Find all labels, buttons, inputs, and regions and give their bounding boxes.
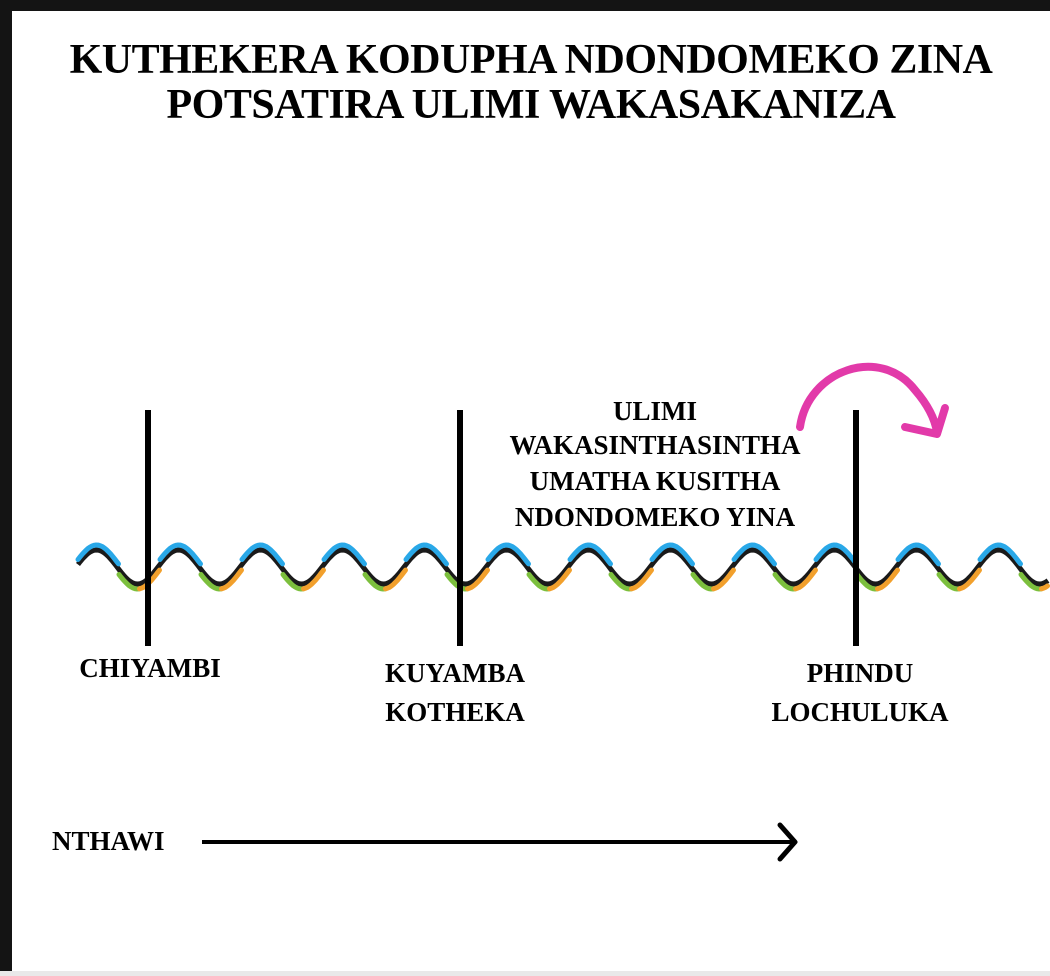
wave-colour-segment <box>362 572 388 592</box>
wave-colour-segment <box>178 542 203 567</box>
wave-colour-segment <box>239 542 265 562</box>
annotation-line-2: WAKASINTHASINTHA <box>509 430 801 460</box>
frame-left-border <box>0 0 12 976</box>
title-line-2: POTSATIRA ULIMI WAKASAKANIZA <box>166 82 896 128</box>
wave-colour-segment <box>670 542 695 567</box>
wave-colour-segment <box>116 572 142 592</box>
wave-colour-segment <box>342 542 367 567</box>
wave-colour-segment <box>588 542 613 567</box>
wave-colour-segment <box>198 572 224 592</box>
wave-colour-segment <box>629 567 654 592</box>
annotation-line-4: NDONDOMEKO YINA <box>514 502 796 532</box>
stage-label-end-line-2: LOCHULUKA <box>771 697 949 727</box>
annotation-line-1: ULIMI <box>612 396 697 426</box>
wave-colour-segment <box>157 542 183 562</box>
wave-colour-segment <box>690 572 716 592</box>
wave-colour-segment <box>998 542 1023 567</box>
stage-label-middle-line-2: KOTHEKA <box>385 697 525 727</box>
wave-colour-segment <box>526 572 552 592</box>
wave-colour-segment <box>895 542 921 562</box>
wave-colour-segment <box>854 572 880 592</box>
wave-colour-segment <box>957 567 982 592</box>
wave-colour-segment <box>711 567 736 592</box>
wave-colour-segment <box>465 567 490 592</box>
wavy-language-line <box>75 542 1050 592</box>
wave-colour-segment <box>608 572 634 592</box>
wave-colour-segment <box>403 542 429 562</box>
stage-label-end-line-1: PHINDU <box>806 658 914 688</box>
magenta-curved-arrow <box>796 362 949 438</box>
time-axis-label: NTHAWI <box>52 826 165 856</box>
wave-colour-segment <box>75 542 101 562</box>
wave-colour-segment <box>936 572 962 592</box>
wave-colour-segment <box>1039 583 1050 592</box>
stage-label-middle-line-1: KUYAMBA <box>384 658 525 688</box>
frame-top-border <box>0 0 1050 11</box>
wave-colour-segment <box>731 542 757 562</box>
wave-colour-segment <box>793 567 818 592</box>
wave-colour-segment <box>567 542 593 562</box>
wave-colour-segment <box>301 567 326 592</box>
annotation-line-3: UMATHA KUSITHA <box>529 466 781 496</box>
wave-colour-segment <box>260 542 285 567</box>
wave-colour-segment <box>977 542 1003 562</box>
wave-colour-segment <box>485 542 511 562</box>
wave-colour-segment <box>96 542 121 567</box>
wave-dark-line <box>76 547 1050 587</box>
wave-colour-segment <box>280 572 306 592</box>
wave-colour-segment <box>752 542 777 567</box>
title-line-1: KUTHEKERA KODUPHA NDONDOMEKO ZINA <box>69 37 993 83</box>
time-arrow <box>202 822 798 862</box>
wave-colour-segment <box>424 542 449 567</box>
wave-colour-segment <box>547 567 572 592</box>
wave-colour-segment <box>772 572 798 592</box>
wave-colour-segment <box>383 567 408 592</box>
wave-colour-segment <box>649 542 675 562</box>
wave-colour-segment <box>506 542 531 567</box>
wave-colour-segment <box>1018 572 1044 592</box>
wave-colour-segment <box>321 542 347 562</box>
wave-colour-segment <box>219 567 244 592</box>
stage-label-start: CHIYAMBI <box>79 653 221 683</box>
wave-colour-segment <box>916 542 941 567</box>
wave-colour-segment <box>813 542 839 562</box>
frame-bottom-edge <box>0 971 1050 976</box>
wave-colour-segment <box>875 567 900 592</box>
